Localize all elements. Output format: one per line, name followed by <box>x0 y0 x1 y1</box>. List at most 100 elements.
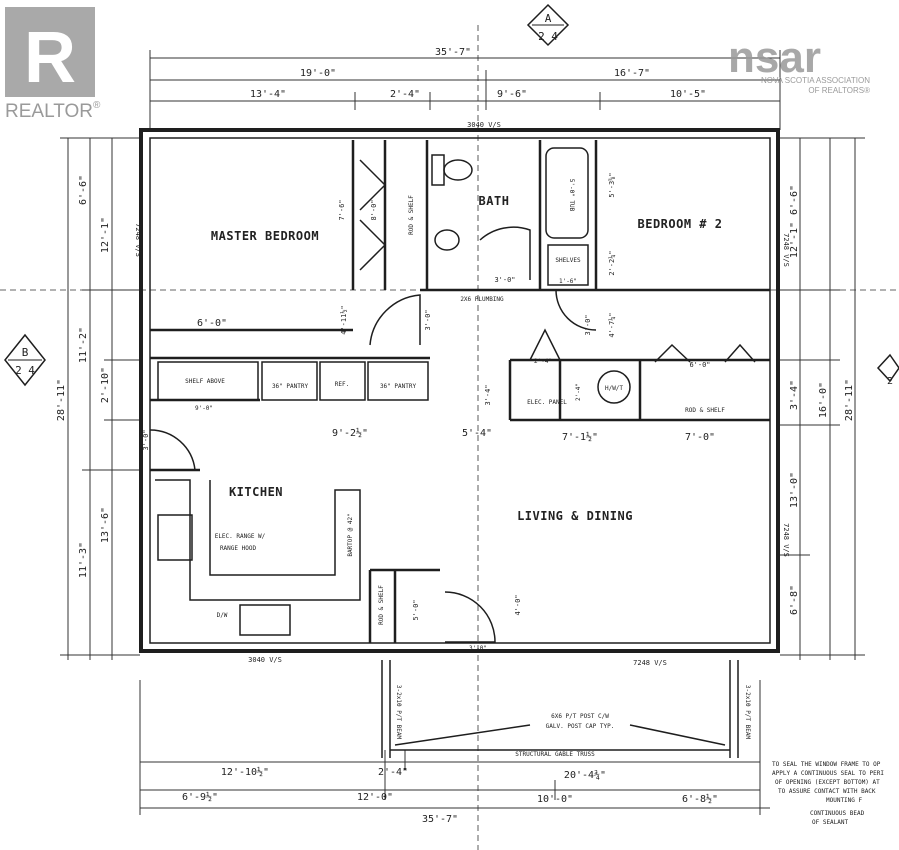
note-k-7-0: 7'-0" <box>685 432 715 443</box>
dim-bot-12-10: 12'-10½" <box>221 766 269 778</box>
window-right-b: 7248 V/S <box>782 523 790 557</box>
window-top: 3040 V/S <box>467 121 501 129</box>
window-note-line6: CONTINUOUS BEAD <box>810 810 865 817</box>
note-pantry-2: 36" PANTRY <box>380 383 417 390</box>
note-bartop: BARTOP @ 42" <box>347 513 354 556</box>
room-bedroom-2: BEDROOM # 2 <box>638 217 723 231</box>
nsar-logo: nsar NOVA SCOTIA ASSOCIATION OF REALTORS… <box>728 33 870 95</box>
note-k-3-0: 3'-0" <box>142 429 150 450</box>
note-closet-5-0: 5'-0" <box>412 599 420 620</box>
window-right-a: 7248 V/S <box>782 233 790 267</box>
note-shelves: SHELVES <box>555 257 581 264</box>
porch <box>381 660 739 758</box>
room-labels: MASTER BEDROOM BATH BEDROOM # 2 KITCHEN … <box>211 194 723 523</box>
realtor-registered-mark: ® <box>93 100 101 111</box>
note-br2-5-3: 5'-3⅝" <box>608 172 616 197</box>
note-entry-4-0: 4'-0" <box>514 594 522 615</box>
note-br2-3-0: 3'-0" <box>584 314 592 335</box>
room-master-bedroom: MASTER BEDROOM <box>211 229 319 243</box>
nsar-wordmark: nsar <box>728 33 821 82</box>
note-beam-right: 3-2x10 P/T BEAM <box>744 685 751 740</box>
note-rod-shelf-b: ROD & SHELF <box>685 407 725 414</box>
section-marker-b-right: 2 <box>876 353 899 387</box>
nsar-realtors: OF REALTORS® <box>808 86 870 95</box>
section-a-sheet: 2 4 <box>538 30 558 43</box>
window-note: TO SEAL THE WINDOW FRAME TO OP APPLY A C… <box>772 761 884 826</box>
note-shelf-above: SHELF ABOVE <box>185 378 225 385</box>
section-marker-b: B 2 4 <box>4 333 46 387</box>
realtor-wordmark: REALTOR <box>5 101 93 122</box>
dim-bot-6-9: 6'-9½" <box>182 791 218 803</box>
note-br2-1-6: 1'-6" <box>559 278 577 285</box>
window-note-line3: OF OPENING (EXCEPT BOTTOM) AT <box>775 779 880 786</box>
window-bottom-right: 7248 V/S <box>633 659 667 667</box>
window-note-line2: APPLY A CONTINUOUS SEAL TO PERI <box>772 770 884 777</box>
note-k-3-4: 3'-4" <box>484 384 492 405</box>
window-note-line5: MOUNTING F <box>826 797 863 804</box>
section-a-letter: A <box>545 12 552 25</box>
note-bath-3-0: 3'-0" <box>494 276 515 284</box>
window-note-line4: TO ASSURE CONTACT WITH BACK <box>778 788 876 795</box>
note-closet-7-6: 7'-6" <box>338 199 346 220</box>
dim-left-11-3: 11'-3" <box>78 542 89 578</box>
note-gable-truss: STRUCTURAL GABLE TRUSS <box>515 751 595 758</box>
note-dw: D/W <box>217 612 228 619</box>
note-entry-3-0: 3'-0" <box>469 645 487 652</box>
dim-top-9-6: 9'-6" <box>497 89 527 100</box>
dimension-labels: 35'-7" 19'-0" 16'-7" 13'-4" 2'-4" 9'-6" … <box>56 47 855 825</box>
dim-bot-overall: 35'-7" <box>422 814 458 825</box>
note-ref: REF. <box>335 381 349 388</box>
note-utility-2-4: 2'-4" <box>575 383 582 401</box>
note-pantry-1: 36" PANTRY <box>272 383 309 390</box>
note-tub: 5'-0" TUB <box>568 179 575 212</box>
window-note-line1: TO SEAL THE WINDOW FRAME TO OP <box>772 761 881 768</box>
dim-bot-20-4: 20'-4¾" <box>564 769 606 781</box>
dim-left-13-6: 13'-6" <box>100 507 111 543</box>
dim-top-16: 16'-7" <box>614 68 650 79</box>
realtor-logo: R REALTOR ® <box>5 7 101 122</box>
note-k-9-0: 9'-0" <box>195 405 213 412</box>
dim-right-6-8: 6'-8" <box>789 585 800 615</box>
room-bath: BATH <box>479 194 510 208</box>
note-post-cap: 6X6 P/T POST C/W <box>551 713 609 720</box>
dim-right-12-1: 12'-1" <box>789 222 800 258</box>
note-post-cap-2: GALV. POST CAP TYP. <box>546 723 615 730</box>
note-br2-2-2: 2'-2¼" <box>608 250 616 275</box>
section-b-letter: B <box>22 346 29 359</box>
note-k-7-1: 7'-1½" <box>562 431 598 443</box>
section-b2-sheet: 2 <box>887 376 893 387</box>
window-left: 7248 V/S <box>134 223 142 257</box>
dim-top-2-4: 2'-4" <box>390 89 420 100</box>
note-k-2-4: 2'-4" <box>534 358 552 365</box>
nsar-association: NOVA SCOTIA ASSOCIATION <box>761 76 870 85</box>
note-br2-6-0: 6'-0" <box>689 361 710 369</box>
note-rod-shelf-a: ROD & SHELF <box>408 195 415 235</box>
dim-right-16-0: 16'-0" <box>818 382 829 418</box>
note-range-hood: RANGE HOOD <box>220 545 257 552</box>
dim-top-19: 19'-0" <box>300 68 336 79</box>
note-k-5-4: 5'-4" <box>462 428 492 439</box>
dim-right-6-6: 6'-6" <box>789 185 800 215</box>
dim-bot-2-4: 2'-4" <box>378 767 408 778</box>
dim-left-6-6: 6'-6" <box>78 175 89 205</box>
note-range: ELEC. RANGE W/ <box>215 533 266 540</box>
dim-top-overall: 35'-7" <box>435 47 471 58</box>
dim-bot-6-8: 6'-8½" <box>682 793 718 805</box>
note-k-9-2: 9'-2½" <box>332 427 368 439</box>
section-marker-a: A 2 4 <box>526 3 570 47</box>
note-hwt: H/W/T <box>605 385 623 392</box>
window-bottom: 3040 V/S <box>248 656 282 664</box>
kitchen-cabinets <box>155 147 631 636</box>
dim-top-10-5: 10'-5" <box>670 89 706 100</box>
note-beam-left: 3-2x10 P/T BEAM <box>395 685 402 740</box>
section-b-sheet: 2 4 <box>15 364 35 377</box>
door-swings <box>149 159 756 643</box>
note-master-6-0: 6'-0" <box>197 318 227 329</box>
room-kitchen: KITCHEN <box>229 485 283 499</box>
dim-left-11-2: 11'-2" <box>78 327 89 363</box>
dim-left-28-11: 28'-11" <box>56 379 67 421</box>
note-elec-panel: ELEC. PANEL <box>527 399 567 406</box>
dim-top-13: 13'-4" <box>250 89 286 100</box>
note-bath-3-0b: 3'-0" <box>424 309 432 330</box>
